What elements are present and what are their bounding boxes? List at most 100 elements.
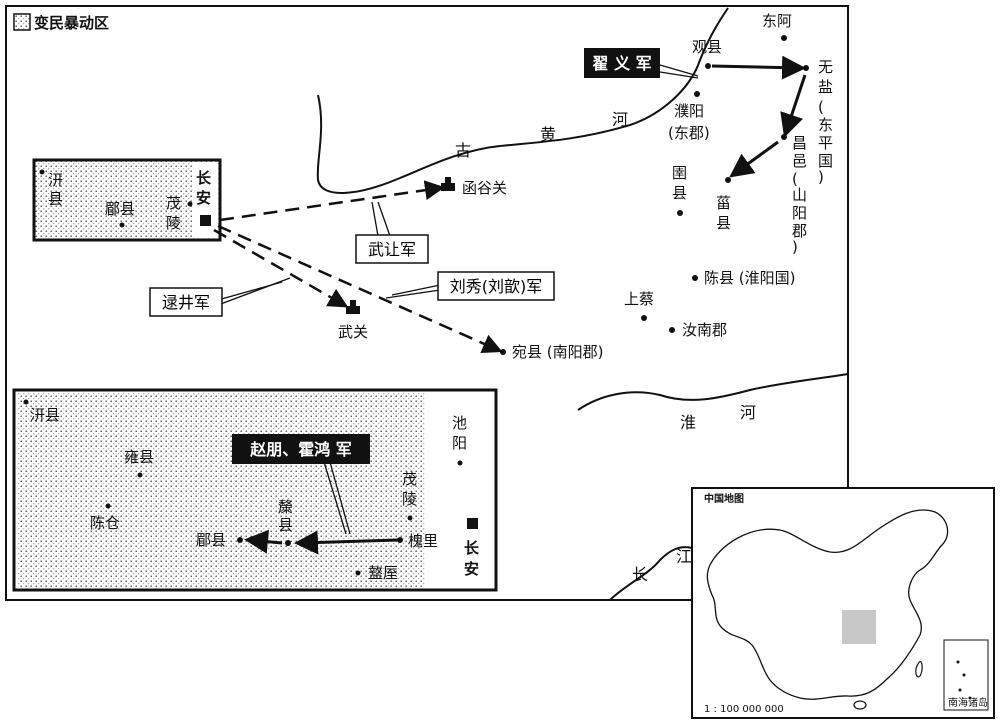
pass-icon <box>441 177 455 191</box>
inset-taixian-dot <box>285 540 291 546</box>
river-label-huai: 淮 <box>680 413 696 432</box>
inset-yongxian-dot <box>137 472 143 478</box>
detail-uprising-area <box>17 393 425 587</box>
chenxian-dot <box>692 275 698 281</box>
inset-changan-label-2: 安 <box>464 560 479 578</box>
zhai-army-label: 翟 义 军 <box>592 54 651 73</box>
inset-qianxian-label: 汧县 <box>30 406 60 424</box>
qianxian-label-1: 汧 <box>48 171 63 189</box>
puyang-dot <box>694 91 700 97</box>
changyi-dot <box>781 134 787 140</box>
guanxian-dot <box>705 63 711 69</box>
qianxian-label-2: 县 <box>48 190 63 208</box>
yellow-river <box>316 7 729 194</box>
river-label-huai-he: 河 <box>740 403 756 422</box>
zhaopeng-callout-line <box>329 461 351 535</box>
zhai-callout-line <box>659 71 699 79</box>
wurang-army-box <box>355 234 429 264</box>
maoling-top-label-1: 茂 <box>166 194 181 212</box>
south-sea-label: 南海诸岛 <box>948 696 988 709</box>
inset-maoling-label-2: 陵 <box>402 490 417 508</box>
maoling-top-label-2: 陵 <box>166 214 181 232</box>
map-area-highlight <box>842 610 876 644</box>
yuxian-label-2: 县 <box>672 184 687 202</box>
maoling-top-dot <box>187 201 193 207</box>
puyang-label-1: 濮阳 <box>674 102 704 120</box>
pass-icon <box>346 300 360 314</box>
legend-swatch <box>13 13 31 31</box>
huanjing-callout-line <box>217 277 291 306</box>
huai-river <box>577 373 849 411</box>
zixian-dot <box>725 177 731 183</box>
zhai-army-box <box>584 48 660 78</box>
inset-maoling-label-1: 茂 <box>402 470 417 488</box>
legend-label: 变民暴动区 <box>34 14 109 32</box>
inset-taixian-label-2: 县 <box>278 516 293 534</box>
route-guanxian-wuyan <box>711 55 806 80</box>
changyi-label-5: 阳 <box>792 204 807 222</box>
huanjing-army-label: 逯井军 <box>162 293 210 312</box>
island-dot <box>968 696 972 700</box>
zhaopeng-army-box <box>232 434 370 464</box>
wurang-callout-line <box>371 201 379 237</box>
changyi-label-1: 昌 <box>792 134 807 152</box>
inset-taixian-label-1: 斄 <box>278 498 293 516</box>
wuyan-label-2: 盐 <box>818 78 833 96</box>
inset-qianxian-dot <box>23 399 29 405</box>
zixian-label-1: 菑 <box>716 194 731 212</box>
dong-a-dot <box>781 35 787 41</box>
uprising-area-box-top <box>32 158 222 242</box>
legend: 变民暴动区 <box>13 13 109 32</box>
inset-chencang-label: 陈仓 <box>90 514 120 532</box>
wanxian-label: 宛县 (南阳郡) <box>512 343 603 361</box>
huanjing-army-box <box>149 287 223 317</box>
runan-label: 汝南郡 <box>682 321 727 339</box>
puyang-label-2: (东郡) <box>668 124 710 142</box>
zhaopeng-callout-line <box>323 461 347 535</box>
zhaopeng-army-label: 赵朋、霍鸿 军 <box>249 440 352 459</box>
dong-a-label: 东阿 <box>762 12 792 30</box>
inset-chiyang-label-1: 池 <box>452 414 467 432</box>
wuyan-label-4: 东 <box>818 116 833 134</box>
liuxiu-army-box <box>437 271 555 301</box>
inset-meixian-dot <box>237 537 243 543</box>
route-huaili-taixian <box>294 530 399 555</box>
river-label-gu: 古 <box>455 141 471 160</box>
taiwan-outline <box>915 661 923 678</box>
hanguguan-label: 函谷关 <box>462 179 507 197</box>
wuguan-label: 武关 <box>338 323 368 341</box>
changyi-label-4: 山 <box>792 186 807 204</box>
meixian-top-dot <box>119 222 125 228</box>
inset-huaili-dot <box>397 537 403 543</box>
river-label-chang: 长 <box>632 565 648 584</box>
liuxiu-callout-line <box>391 284 441 296</box>
inset-zhouzhi-dot <box>355 570 361 576</box>
china-inset-scale: 1 : 100 000 000 <box>704 704 784 715</box>
changyi-label-2: 邑 <box>792 152 807 170</box>
chenxian-label: 陈县 (淮阳国) <box>704 269 795 287</box>
yuxian-label-1: 圉 <box>672 164 687 182</box>
wuyan-label-3: ( <box>818 98 824 116</box>
inset-chencang-dot <box>105 503 111 509</box>
route-changyi-zixian <box>729 140 779 178</box>
wurang-callout-line <box>377 201 391 237</box>
wuyan-label-7: ) <box>818 168 824 186</box>
inset-yongxian-label: 雍县 <box>124 448 154 466</box>
inset-meixian-label: 郿县 <box>196 531 226 549</box>
zhai-callout-line <box>659 64 699 77</box>
hainan-outline <box>853 700 867 710</box>
wanxian-dot <box>500 349 506 355</box>
shangcai-dot <box>641 315 647 321</box>
wuyan-dot <box>803 65 809 71</box>
china-inset-title: 中国地图 <box>704 492 744 505</box>
island-dot <box>956 660 960 664</box>
liuxiu-callout-line <box>385 289 441 299</box>
inset-huaili-label: 槐里 <box>408 532 438 550</box>
meixian-top-label: 郿县 <box>105 200 135 218</box>
changyi-label-3: ( <box>792 170 798 188</box>
inset-zhouzhi-label: 盩厔 <box>368 564 398 582</box>
guanxian-label: 观县 <box>692 38 722 56</box>
inset-changan-capital-marker <box>467 518 478 529</box>
wuyan-label-6: 国 <box>818 152 833 170</box>
yuxian-dot <box>677 210 683 216</box>
